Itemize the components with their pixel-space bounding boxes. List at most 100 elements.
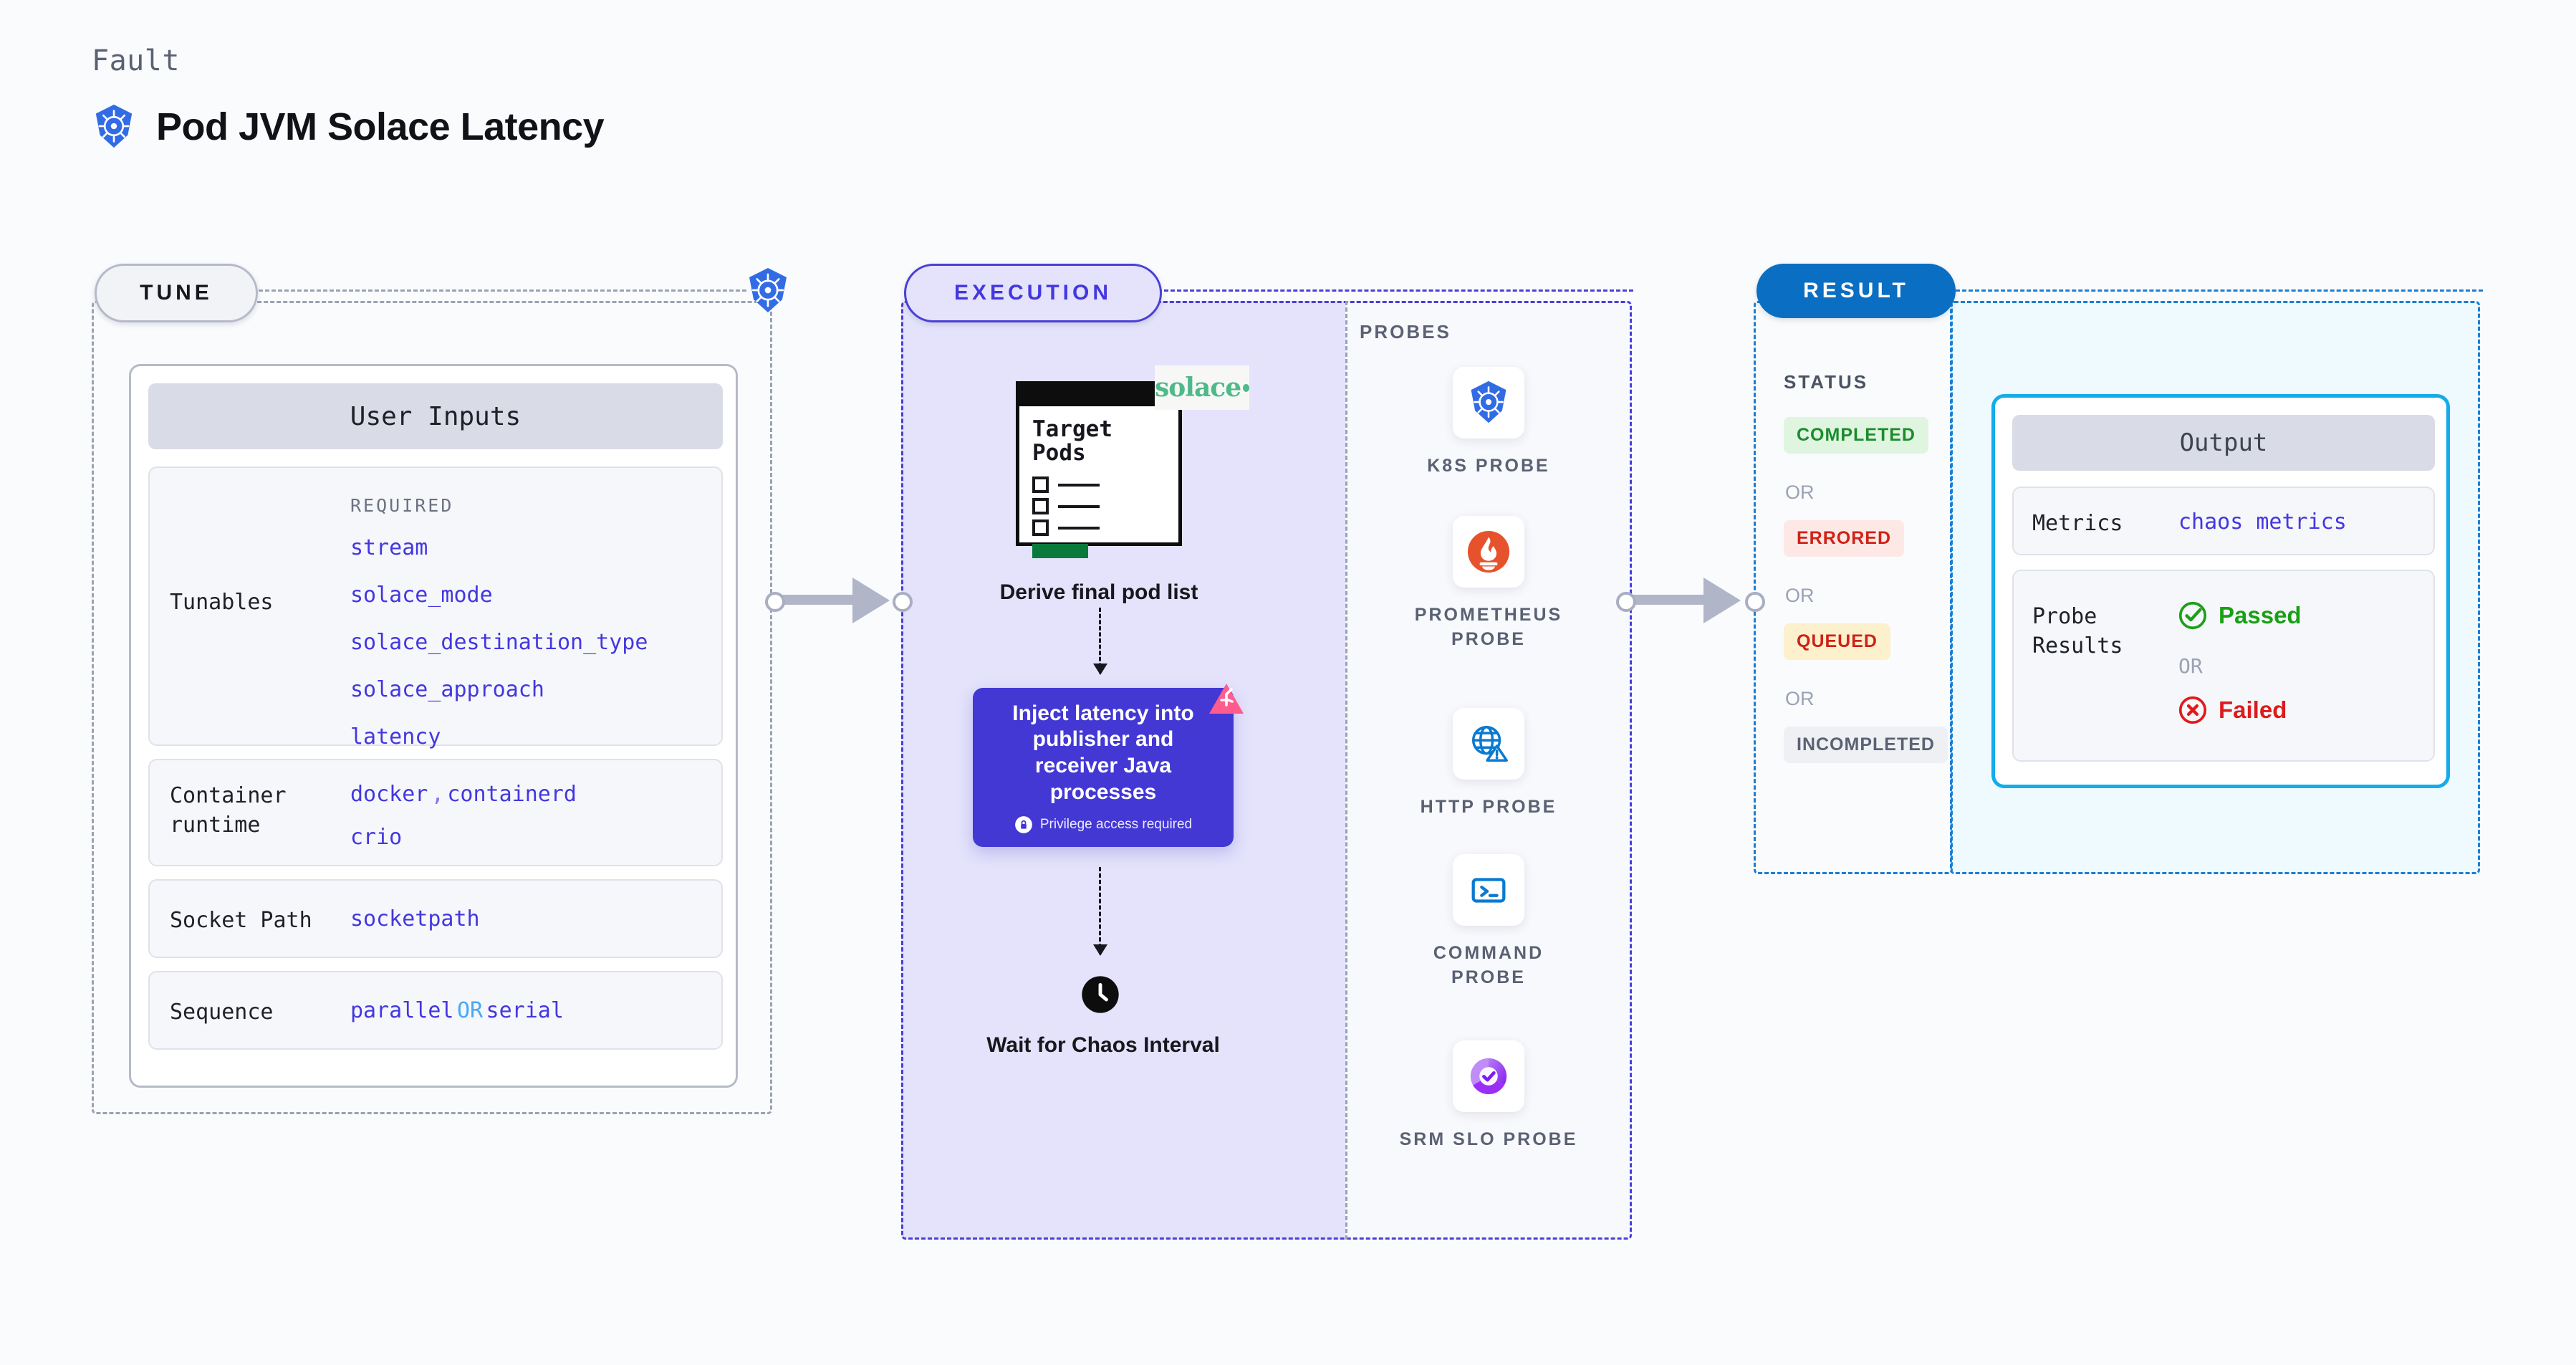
arrow-right-head [852,578,890,623]
privilege-text: Privilege access required [1039,817,1193,833]
runtime-crio[interactable]: crio [350,825,403,850]
solace-logo-text: solace [1155,373,1241,403]
list-line [1058,483,1100,487]
metrics-value[interactable]: chaos metrics [2178,509,2347,535]
probes-divider [1345,301,1347,1240]
probe-label: HTTP PROBE [1420,797,1557,817]
kubernetes-icon [745,267,791,315]
target-pods-line2: Pods [1032,439,1086,466]
pod-list-item [1032,498,1100,514]
probe-label: K8S PROBE [1427,456,1550,476]
litmus-chaos-icon [1208,682,1245,717]
checkbox-icon[interactable] [1032,519,1049,536]
tunable-solace-approach[interactable]: solace_approach [350,677,544,702]
status-or-2: OR [1785,585,1815,606]
status-badge-completed: COMPLETED [1784,417,1928,454]
connector-dot-right [1745,592,1765,612]
result-header-connector [1956,289,2483,292]
probe-result-passed: Passed [2177,600,2302,631]
socket-path-row: Socket Path socketpath [148,879,723,958]
inject-latency-text: Inject latency into publisher and receiv… [1012,701,1194,804]
status-or-1: OR [1785,482,1815,503]
tunable-stream[interactable]: stream [350,535,428,560]
tune-pill: TUNE [95,264,258,322]
runtime-containerd[interactable]: containerd [447,782,577,807]
probe-label: SRM SLO PROBE [1399,1129,1578,1149]
probes-section-label: PROBES [1360,321,1451,343]
status-badge-errored: ERRORED [1784,520,1905,557]
metrics-row: Metrics chaos metrics [2012,487,2435,555]
execution-pill: EXECUTION [904,264,1162,322]
lock-icon [1014,815,1033,834]
x-circle-icon [2177,694,2209,726]
status-badge-queued: QUEUED [1784,623,1890,660]
probe-srm-slo[interactable]: SRM SLO PROBE [1395,1040,1582,1152]
kubernetes-icon [92,103,136,150]
probe-results-or: OR [2178,654,2203,678]
solace-logo: solace [1155,365,1249,410]
result-pill: RESULT [1756,264,1956,318]
checkbox-icon[interactable] [1032,476,1049,493]
probe-http[interactable]: HTTP PROBE [1395,708,1582,820]
fault-kicker: Fault [92,44,180,77]
check-circle-icon [2177,600,2209,631]
sequence-label: Sequence [170,1000,274,1025]
derive-pod-list-label: Derive final pod list [999,580,1198,604]
sequence-serial[interactable]: serial [486,998,564,1023]
status-or-3: OR [1785,688,1815,709]
connector-dot-left [765,592,785,612]
card-titlebar [1019,385,1178,406]
list-line [1058,504,1100,508]
page-header: Fault Pod JVM Solace Latency [92,44,605,150]
pod-list-item [1032,476,1100,493]
user-inputs-title: User Inputs [148,383,723,449]
probe-label: PROMETHEUS PROBE [1414,605,1563,649]
progress-bar [1032,544,1088,558]
target-pods-line1: Target [1032,416,1112,442]
http-globe-warning-icon [1453,708,1524,780]
output-title: Output [2012,415,2435,471]
sequence-parallel[interactable]: parallel [350,998,454,1023]
pod-list-item [1032,519,1100,536]
runtime-comma: , [431,782,444,807]
arrow-right-icon [1630,595,1709,605]
clock-icon [1080,974,1120,1015]
runtime-docker[interactable]: docker [350,782,428,807]
execution-header-connector [1158,289,1633,292]
page-title: Pod JVM Solace Latency [156,105,605,148]
arrow-right-icon [779,595,858,605]
inject-latency-step: Inject latency into publisher and receiv… [973,688,1234,847]
required-label: REQUIRED [350,495,454,516]
arrow-right-head [1703,578,1741,623]
tunable-solace-destination-type[interactable]: solace_destination_type [350,630,648,655]
tune-header-connector [252,289,746,292]
sequence-row: Sequence parallel OR serial [148,971,723,1050]
socket-path-value[interactable]: socketpath [350,906,480,931]
prometheus-icon [1453,516,1524,588]
checkbox-icon[interactable] [1032,498,1049,514]
tunable-latency[interactable]: latency [350,724,441,749]
failed-label: Failed [2219,696,2287,723]
target-pods-card: Target Pods [1016,381,1182,558]
status-label: STATUS [1784,371,1869,393]
flow-arrow-down [1093,608,1107,675]
tunable-solace-mode[interactable]: solace_mode [350,583,493,608]
probe-prometheus[interactable]: PROMETHEUS PROBE [1395,516,1582,652]
execution-panel [901,301,1632,1240]
probe-command[interactable]: COMMAND PROBE [1395,854,1582,990]
wait-chaos-interval-label: Wait for Chaos Interval [986,1033,1220,1057]
tunables-label: Tunables [170,590,274,615]
probe-k8s[interactable]: K8S PROBE [1395,367,1582,479]
user-inputs-card: User Inputs Tunables REQUIRED stream sol… [129,364,738,1088]
flow-arrow-down [1093,867,1107,956]
kubernetes-icon [1453,367,1524,439]
sequence-or: OR [456,998,484,1023]
srm-slo-icon [1453,1040,1524,1112]
connector-dot-left [1616,592,1636,612]
target-pods-title: Target Pods [1032,418,1112,464]
